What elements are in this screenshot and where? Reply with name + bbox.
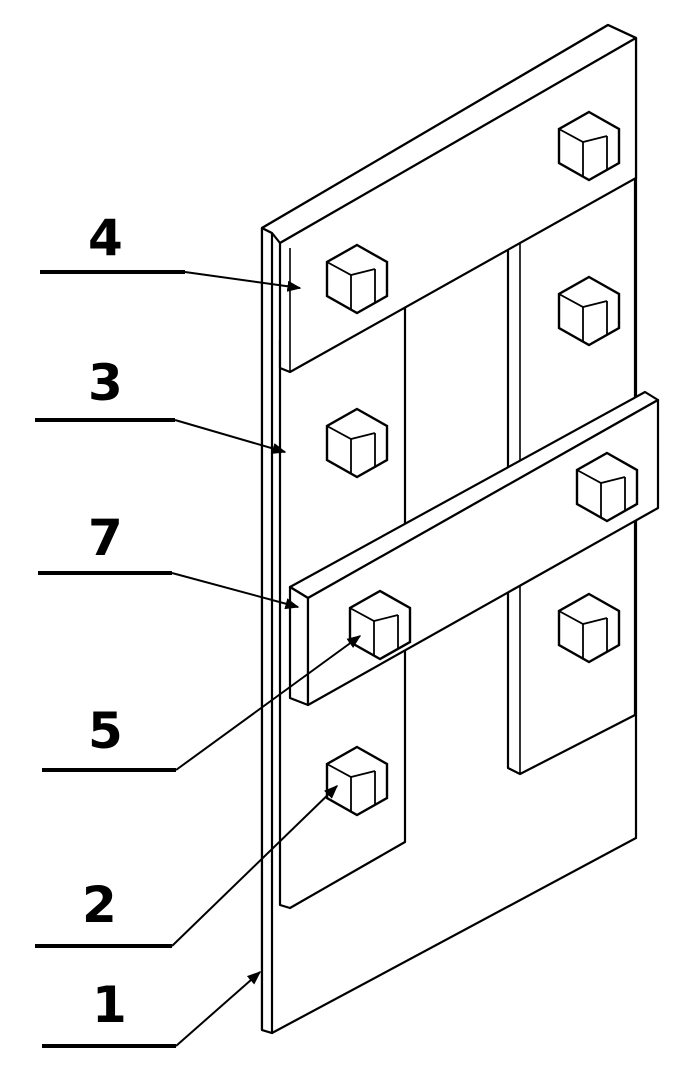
label-5: 5 — [88, 702, 123, 760]
label-7: 7 — [88, 509, 123, 567]
label-1: 1 — [92, 976, 127, 1034]
label-2: 2 — [82, 876, 117, 934]
leader-lines — [35, 270, 362, 1048]
label-3: 3 — [88, 354, 123, 412]
label-4: 4 — [88, 209, 123, 267]
callout-labels: 4 3 7 5 2 1 — [82, 209, 127, 1034]
